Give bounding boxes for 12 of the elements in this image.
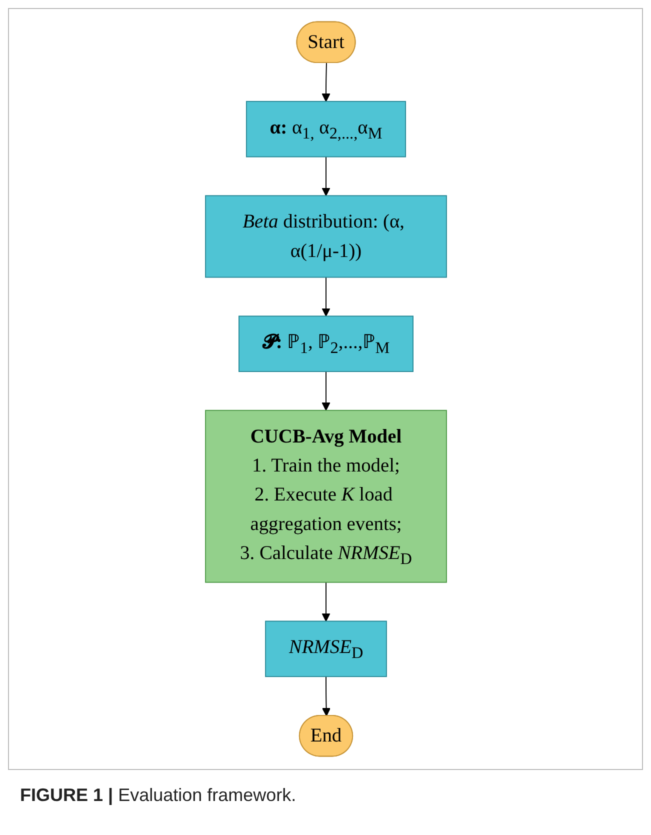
- arrow: [321, 276, 330, 317]
- node-box: NRMSE$_{D}$: [264, 620, 386, 678]
- node-box: CUCB-Avg Model 1. Train the model; 2. Execute K load aggregation events; 3. Calculate NRMSE$_{D}$: [204, 410, 446, 583]
- figure-caption: FIGURE 1 | Evaluation framework.: [20, 785, 296, 806]
- node-box: Beta distribution: (α, α(1/μ-1)): [204, 195, 446, 278]
- arrow: [322, 676, 330, 716]
- arrow: [321, 156, 330, 196]
- node-box: 𝓟: ℙ$_{1}$, ℙ$_{2}$,...,ℙ$_{M}$: [238, 316, 413, 372]
- arrow: [321, 582, 330, 622]
- arrow: [321, 371, 330, 411]
- arrow: [321, 62, 330, 102]
- node-box: α: α$_{1,}$ α$_{2,...,}$α$_{M}$: [245, 100, 406, 158]
